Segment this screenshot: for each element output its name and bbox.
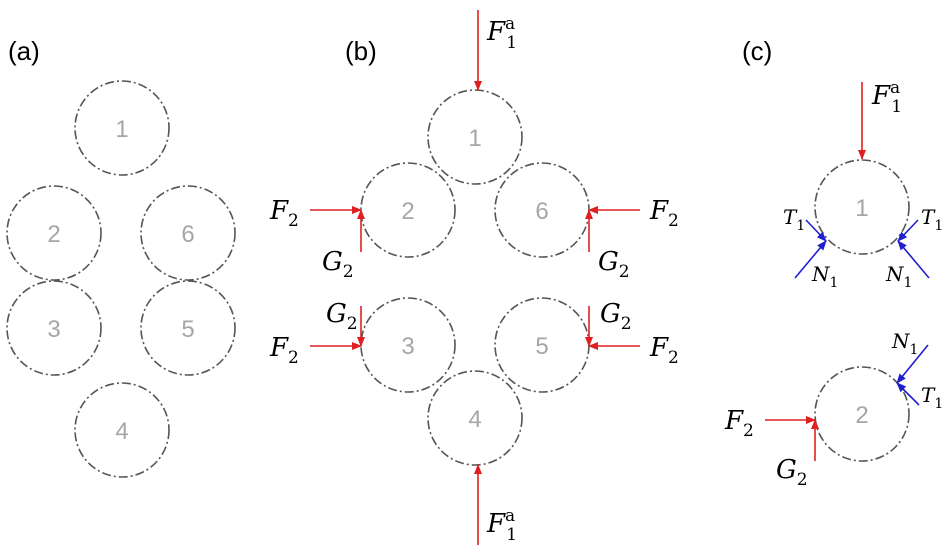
force-label-g2: G2 (326, 299, 358, 334)
contact-arrow-t1 (897, 219, 919, 242)
force-label-t1: T1 (921, 205, 943, 234)
particle-circle (360, 297, 456, 393)
contact-arrow-t1 (896, 382, 920, 406)
particle-number: 5 (181, 316, 194, 343)
particle-circle (74, 80, 170, 176)
particle-number: 2 (401, 198, 414, 225)
particle-number: 3 (47, 316, 60, 343)
contact-arrow-t1 (805, 219, 827, 242)
panel-a-particles: 1 2 6 3 5 4 (6, 80, 236, 478)
particle-circle (6, 185, 102, 281)
particle-number: 4 (115, 418, 128, 445)
force-label-f2: F2 (724, 406, 754, 441)
contact-arrow-n1 (794, 240, 827, 279)
contact-arrow-n1 (897, 240, 930, 279)
panel-label-b: (b) (345, 36, 377, 66)
panel-b-particles: 1 2 6 3 5 4 (360, 89, 590, 466)
force-label-f2: F2 (649, 333, 679, 368)
particle-number: 3 (401, 333, 414, 360)
force-label-g2: G2 (776, 455, 808, 490)
particle-number: 1 (468, 125, 481, 152)
particle-number: 2 (47, 221, 60, 248)
force-label-n1: N1 (885, 262, 912, 291)
force-label-n1: N1 (811, 262, 838, 291)
particle-circle (360, 162, 456, 258)
force-label-g2: G2 (322, 247, 354, 282)
force-label-n1: N1 (891, 329, 918, 358)
force-label-g2: G2 (598, 247, 630, 282)
panel-label-a: (a) (8, 36, 40, 66)
force-label-f2: F2 (269, 196, 299, 231)
particle-number: 5 (535, 333, 548, 360)
particle-circle (814, 366, 910, 462)
particle-number: 1 (115, 116, 128, 143)
force-label-f2: F2 (269, 333, 299, 368)
particle-circle (140, 280, 236, 376)
particle-number: 4 (468, 406, 481, 433)
particle-number: 1 (855, 195, 868, 222)
particle-number: 6 (181, 221, 194, 248)
particle-circle (74, 382, 170, 478)
force-label-t1: T1 (921, 383, 943, 412)
particle-circle (814, 159, 910, 255)
panel-label-c: (c) (742, 36, 772, 66)
panel-c-particles: 1 2 (814, 159, 910, 462)
particle-circle (140, 185, 236, 281)
particle-number: 2 (855, 402, 868, 429)
force-label-f2: F2 (649, 196, 679, 231)
particle-number: 6 (535, 198, 548, 225)
contact-arrow-n1 (896, 344, 929, 384)
force-label-t1: T1 (783, 205, 805, 234)
particle-circle (6, 280, 102, 376)
force-label-g2: G2 (600, 299, 632, 334)
